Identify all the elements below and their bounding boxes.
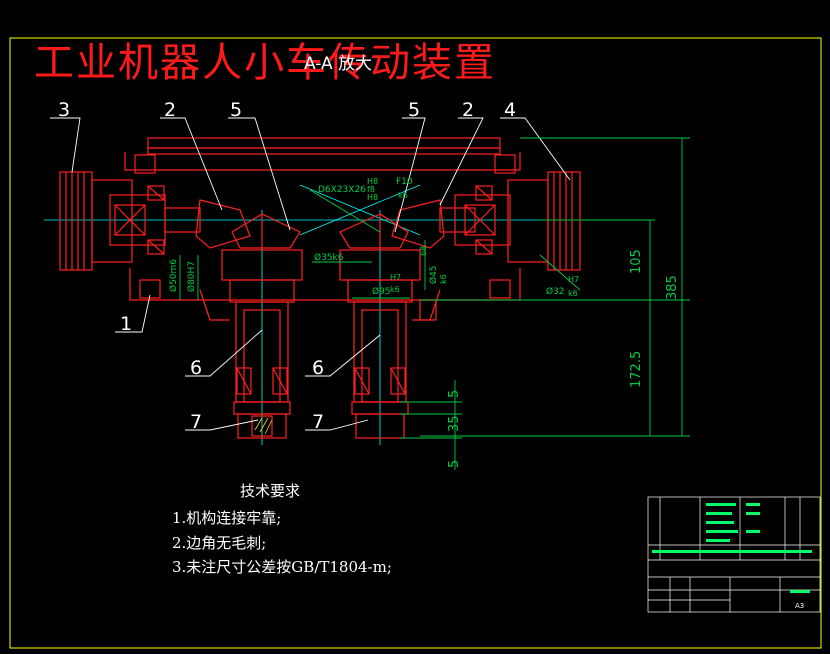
callout-7-right: 7 (312, 411, 324, 433)
title-block-fill (652, 503, 812, 593)
shaft-45-fit: k6 (439, 274, 448, 284)
requirement-item-3: 3.未注尺寸公差按GB/T1804-m; (172, 558, 392, 576)
fit-left-1: Ø50m6 (168, 259, 179, 292)
drawing-frame (9, 37, 822, 649)
requirements-title: 技术要求 (240, 482, 301, 500)
right-fit-bottom: k6 (568, 289, 578, 298)
spline-spec: D6X23X26 (318, 185, 366, 195)
callout-6-left: 6 (190, 357, 202, 379)
dim-385: 385 (665, 275, 680, 300)
title-block-scale: A3 (795, 602, 804, 610)
shaft-95: Ø95 (372, 286, 391, 297)
requirement-item-2: 2.边角无毛刺; (172, 534, 267, 552)
shaft-35: Ø35k6 (314, 252, 344, 263)
callout-3: 3 (58, 99, 70, 121)
section-view-label: A-A 放大 (304, 54, 373, 74)
shaft-45: Ø45 (428, 265, 439, 284)
callout-5-left: 5 (230, 99, 242, 121)
callout-5-right: 5 (408, 99, 420, 121)
dim-5-top: 5 (447, 390, 462, 398)
machine-parts (59, 137, 581, 439)
fit-f10: F10 (396, 177, 413, 187)
fit-f10-k6: k6 (398, 191, 408, 200)
fit-h7-top: H7 (390, 273, 401, 282)
requirement-item-1: 1.机构连接牢靠; (172, 509, 282, 527)
dim-172-5: 172.5 (629, 351, 644, 388)
dimension-lines (179, 137, 690, 470)
leader-lines (50, 117, 571, 431)
callout-6-right: 6 (312, 357, 324, 379)
hatch-accents (254, 417, 273, 435)
dim-105: 105 (629, 249, 644, 274)
spline-fit-d: b8 (419, 246, 428, 256)
spline-fit-a: H8 (367, 177, 378, 186)
dim-5-bottom: 5 (447, 460, 462, 468)
dim-35: 35 (447, 415, 462, 432)
spline-fit-c: H8 (367, 193, 378, 202)
drawing-title: 工业机器人小车传动装置 (34, 40, 496, 86)
callout-2-right: 2 (462, 99, 474, 121)
callout-4: 4 (504, 99, 516, 121)
fit-h7-bottom: k6 (390, 285, 400, 294)
callout-2-left: 2 (164, 99, 176, 121)
right-diam: Ø32 (546, 286, 565, 297)
callout-7-left: 7 (190, 411, 202, 433)
callout-1: 1 (120, 313, 132, 335)
fit-left-2: Ø80H7 (186, 261, 197, 292)
spline-fit-b: f8 (367, 185, 375, 194)
right-fit-top: H7 (568, 275, 579, 284)
title-block (647, 496, 821, 613)
